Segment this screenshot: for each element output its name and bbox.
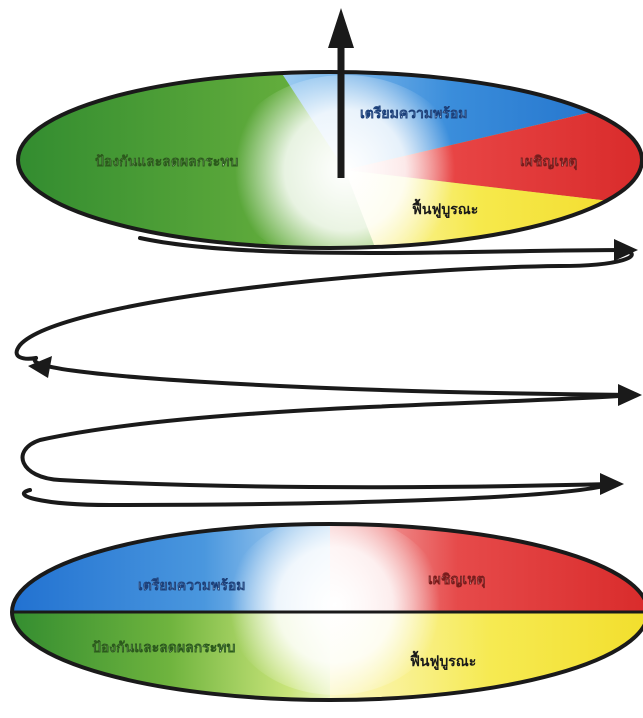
top-label-prevention: ป้องกันและลดผลกระทบ — [95, 154, 238, 170]
spiral-path — [17, 238, 634, 505]
bottom-cycle-ellipse — [0, 515, 643, 712]
arrowhead-right-2 — [618, 384, 642, 406]
top-center-glow — [225, 75, 465, 265]
top-label-preparedness: เตรียมความพร้อม — [360, 106, 468, 122]
bottom-label-prevention: ป้องกันและลดผลกระทบ — [92, 640, 235, 656]
bottom-label-preparedness: เตรียมความพร้อม — [138, 578, 246, 594]
bottom-label-response: เผชิญเหตุ — [428, 572, 486, 588]
top-label-response: เผชิญเหตุ — [520, 154, 578, 170]
arrowhead-right-3 — [600, 473, 624, 495]
top-cycle-ellipse — [0, 40, 643, 265]
